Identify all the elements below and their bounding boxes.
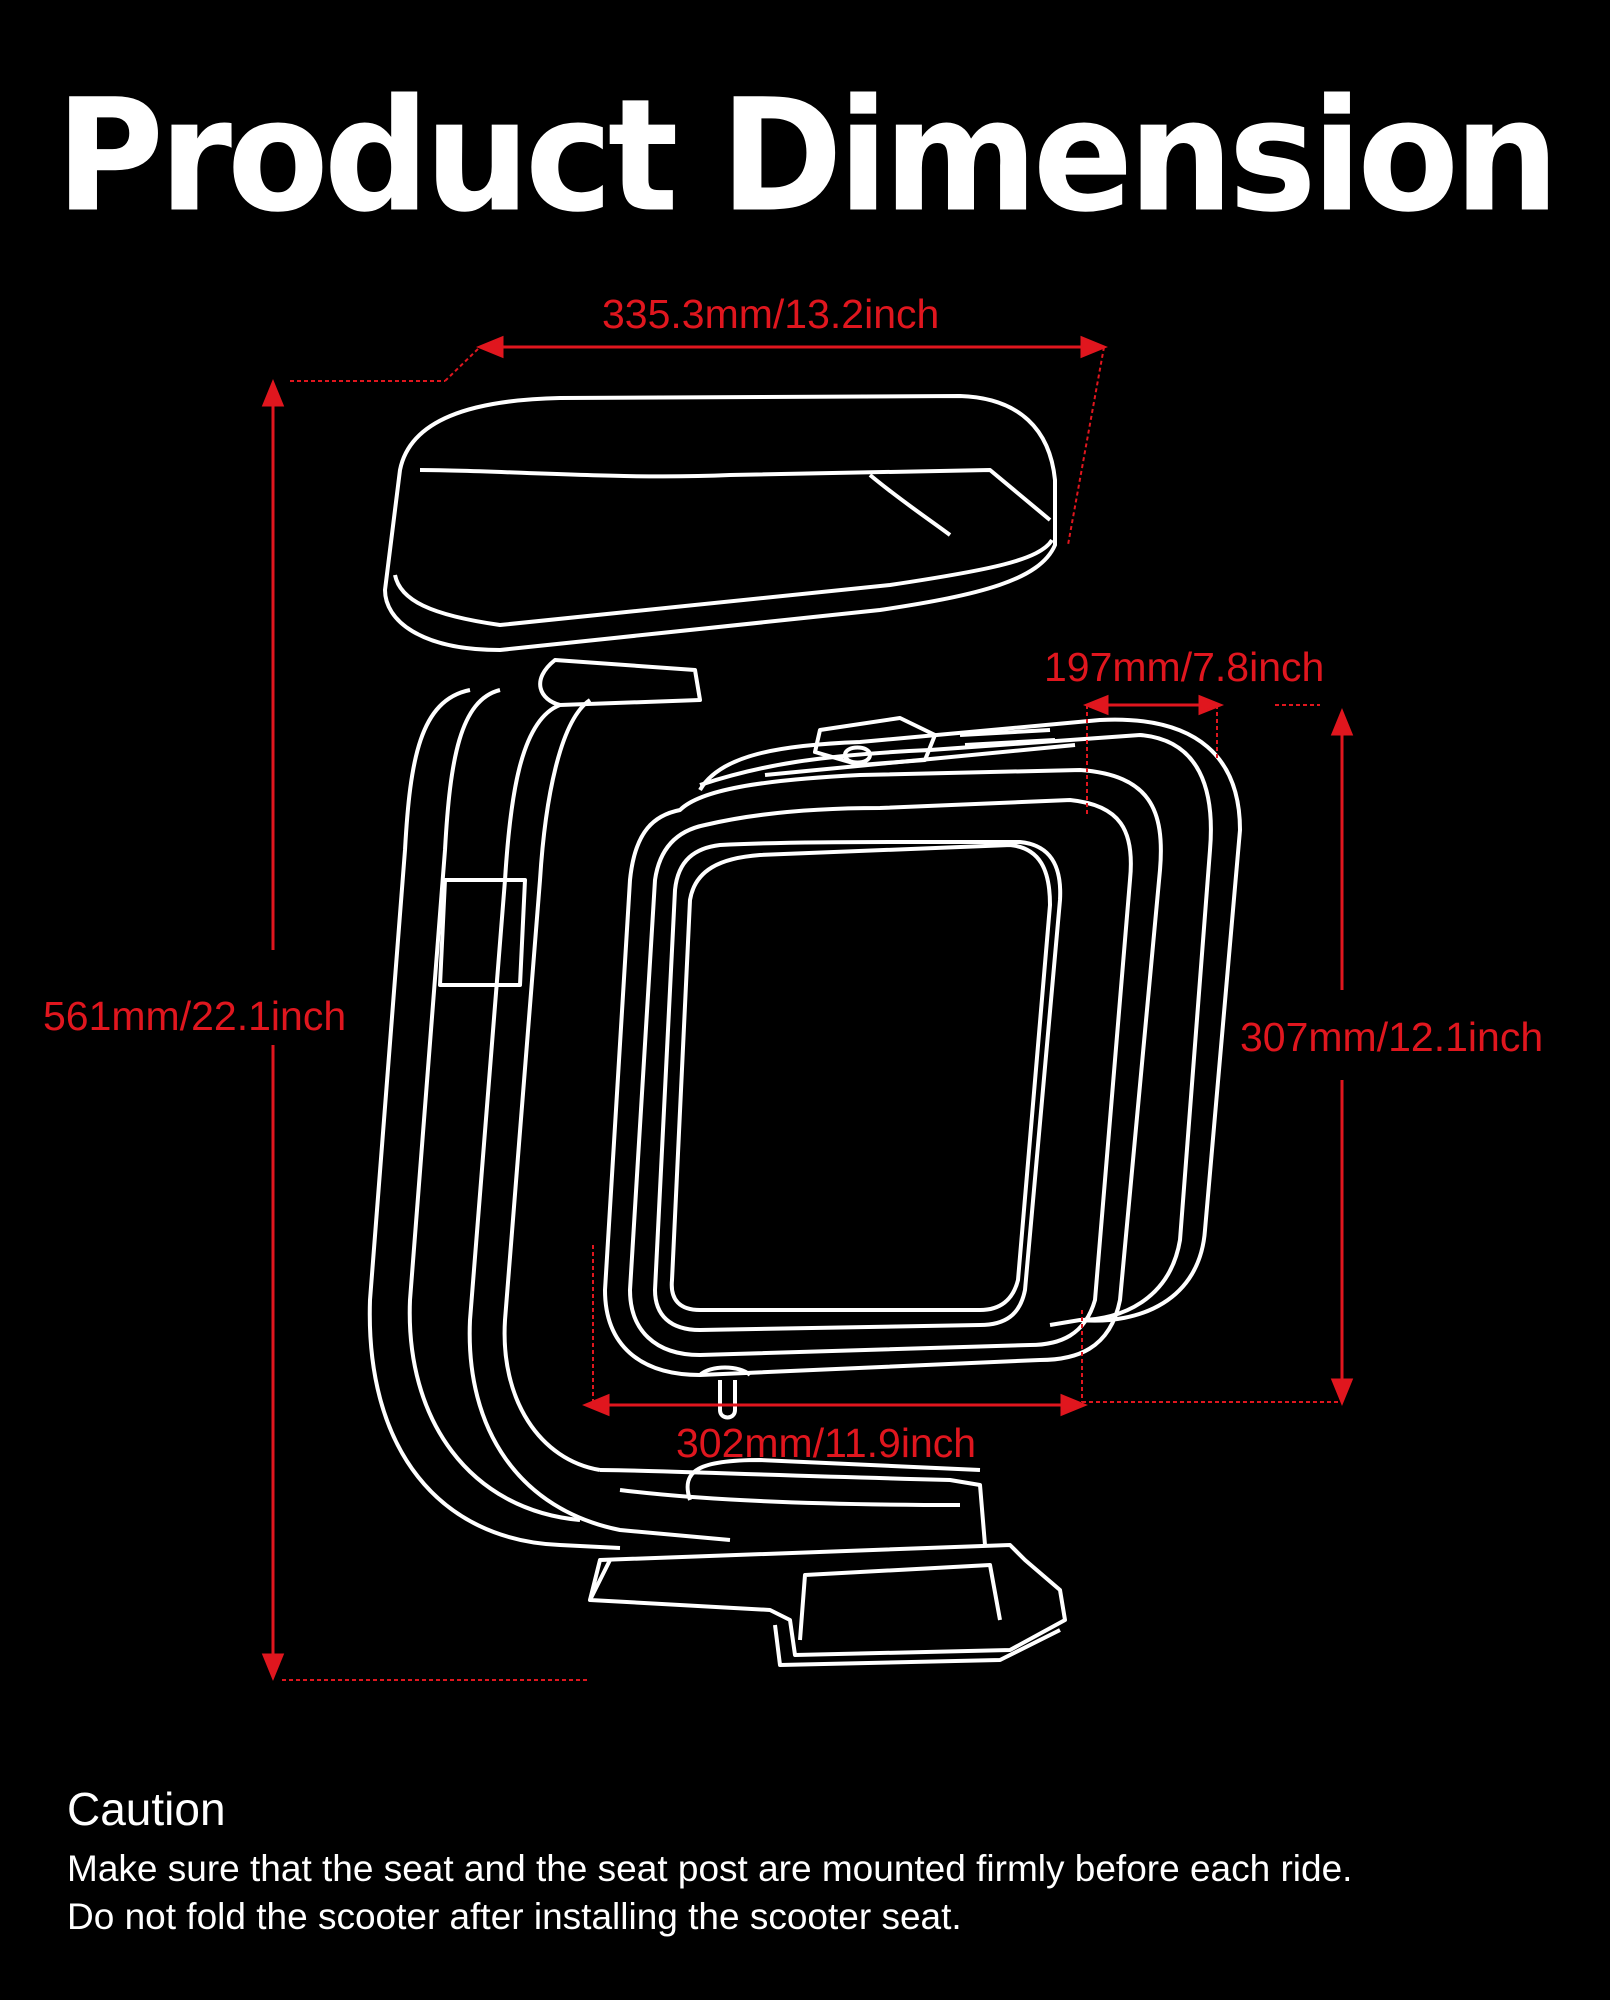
dimension-lines: [261, 335, 1354, 1681]
page-title: Product Dimension: [55, 65, 1560, 247]
seat-outline: [383, 394, 1057, 707]
bag-height-dimension-label: 307mm/12.1inch: [1240, 1014, 1544, 1060]
bag-width-dimension-label: 302mm/11.9inch: [676, 1420, 977, 1466]
caution-line: Do not fold the scooter after installing…: [67, 1896, 962, 1937]
width-dimension-label: 335.3mm/13.2inch: [602, 291, 940, 337]
height-dimension-label: 561mm/22.1inch: [43, 993, 347, 1039]
frame-outline: [367, 688, 1067, 1667]
bag-outline: [603, 716, 1242, 1420]
caution-line: Make sure that the seat and the seat pos…: [67, 1848, 1353, 1889]
bag-depth-dimension-label: 197mm/7.8inch: [1044, 644, 1325, 690]
caution-heading: Caution: [67, 1783, 226, 1835]
